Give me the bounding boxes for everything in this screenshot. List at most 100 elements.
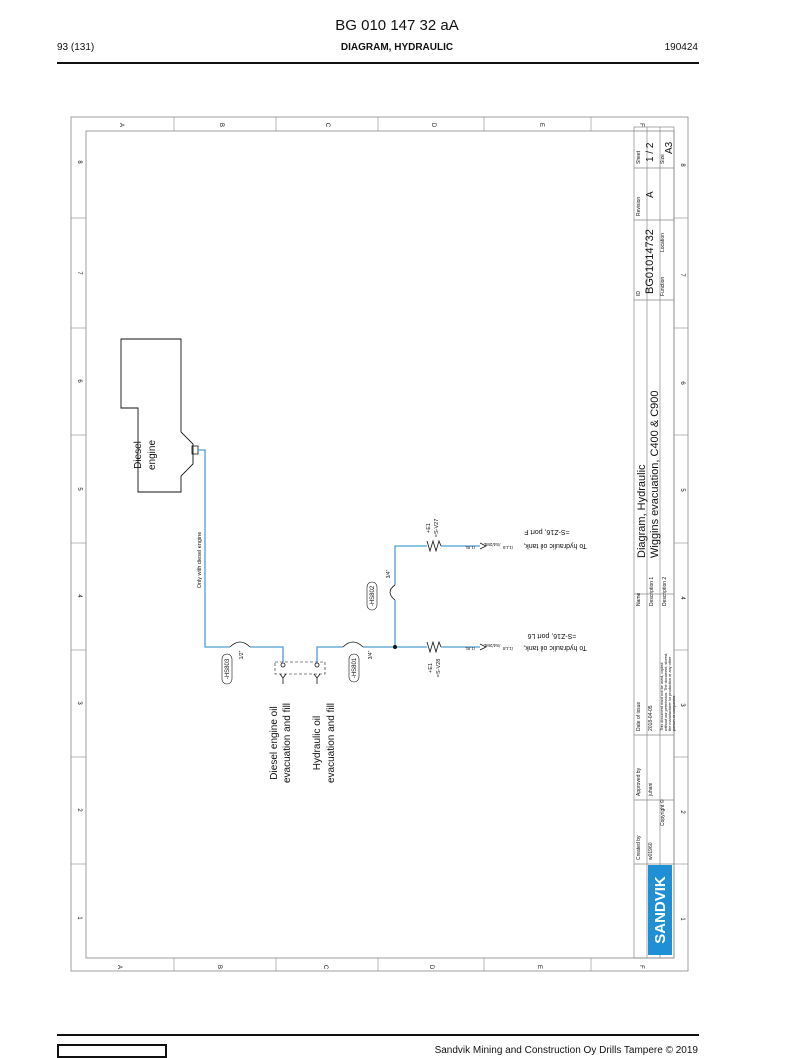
- diesel-evac-label: Diesel engine oil: [269, 706, 280, 779]
- hs801-size: 3/4": [368, 650, 374, 659]
- col-letter: F: [638, 965, 644, 969]
- date-of-issue-label: Date of issue: [636, 702, 642, 731]
- hose-fittings: [229, 584, 396, 648]
- row-number: 5: [76, 487, 82, 491]
- check-valves: [426, 539, 442, 654]
- footer-rule: [57, 1034, 699, 1036]
- section-title: DIAGRAM, HYDRAULIC: [340, 42, 454, 53]
- col-letters-bottom: A B C D E F: [116, 965, 644, 970]
- ref-bottom: /S4/2ML: [483, 643, 500, 648]
- col-letter: E: [538, 123, 544, 127]
- row-number: 8: [76, 160, 82, 164]
- hose-hs802: [389, 584, 396, 601]
- hs801-label: -HS801: [352, 657, 358, 678]
- ref-bottom: /1,L8: [503, 646, 514, 651]
- hydraulic-coupling: [314, 662, 320, 668]
- row-number: 2: [76, 808, 82, 812]
- sheet: 1 / 2: [645, 142, 656, 162]
- hs803-size: 1/2": [239, 650, 245, 659]
- col-letter: C: [324, 123, 330, 128]
- notice-text: person or companies: [672, 695, 676, 731]
- ref-top: /S4/2ML: [483, 542, 500, 547]
- hose-hs803: [229, 641, 251, 648]
- row-number: 4: [679, 596, 685, 600]
- row-number: 2: [679, 810, 685, 814]
- row-number: 1: [76, 916, 82, 920]
- description1-label: Description 1: [649, 577, 655, 606]
- approved-by-label: Approved by: [636, 767, 642, 796]
- row-number: 7: [679, 273, 685, 277]
- diesel-coupling: [280, 662, 286, 668]
- copyright-label: Copyright ©: [659, 799, 666, 826]
- check-valve-v27: [426, 539, 442, 553]
- v27-label: +E1: [426, 523, 432, 533]
- evacuation-couplings: [279, 662, 321, 684]
- footer-text: Sandvik Mining and Construction Oy Drill…: [434, 1045, 698, 1056]
- col-letter: C: [322, 965, 328, 970]
- ref-bottom: /1,8L: [465, 646, 476, 651]
- hs802-label: -HS802: [370, 585, 376, 606]
- drawing-name: Diagram, Hydraulic: [636, 464, 648, 558]
- row-numbers-right: 8 7 6 5 4 3 2 1: [679, 163, 685, 921]
- drawing-frame: [70, 116, 689, 972]
- tag-hs803: [221, 653, 233, 685]
- v27-label: =S-V27: [434, 519, 440, 538]
- only-diesel-note: Only with diesel engine: [197, 532, 203, 589]
- notice-text: without our permission. The document, st…: [664, 653, 668, 731]
- row-number: 7: [76, 271, 82, 275]
- v28-label: +E1: [428, 663, 434, 673]
- tank-port-f: =S-Z16, port F: [524, 528, 569, 535]
- sandvik-logo-bg: [648, 865, 672, 955]
- hydraulic-evac-label: evacuation and fill: [326, 703, 337, 783]
- col-letter: F: [638, 123, 644, 127]
- tank-port-l6: =S-Z16, port L6: [527, 632, 576, 639]
- title-block-grid: [633, 126, 675, 959]
- revision: A: [645, 191, 656, 198]
- junction-dot: [393, 645, 397, 649]
- function-label: Function: [660, 277, 666, 296]
- title-block-text: Created by w01960 Copyright © Approved b…: [636, 141, 676, 860]
- evacuation-coupling-box: [274, 661, 326, 675]
- page-number: 93 (131): [57, 42, 95, 53]
- col-letter: A: [116, 965, 122, 969]
- created-by-label: Created by: [636, 835, 642, 860]
- size-label: Size: [660, 154, 666, 164]
- ref-top: /1,L9: [503, 545, 514, 550]
- tank-port-f: To hydraulic oil tank,: [523, 542, 586, 549]
- col-letter: D: [430, 123, 436, 128]
- id-label: ID: [636, 291, 642, 296]
- hose-hs801: [342, 641, 364, 648]
- hs803-label: -HS803: [225, 658, 231, 679]
- engine-label: engine: [147, 440, 158, 470]
- row-number: 8: [679, 163, 685, 167]
- document-id: BG 010 147 32 aA: [335, 17, 459, 34]
- hs802-size: 3/4": [386, 569, 392, 578]
- col-letter: B: [216, 965, 222, 969]
- name-label: Name: [636, 592, 642, 606]
- sandvik-logo: SANDVIK: [652, 876, 669, 944]
- col-letter: A: [118, 123, 124, 127]
- created-by: w01960: [648, 842, 654, 860]
- arrow-top: [479, 542, 487, 550]
- date-of-issue: 2018-04-05: [648, 705, 654, 731]
- drawing-id: BG01014732: [644, 229, 656, 294]
- tank-arrows: [479, 542, 487, 651]
- approved-by: juhani: [648, 783, 654, 797]
- notice-text: This document must not be used, copied: [660, 663, 664, 731]
- check-valve-v28: [426, 640, 442, 654]
- tag-hs802: [366, 581, 378, 611]
- location-label: Location: [660, 233, 666, 252]
- size: A3: [664, 141, 675, 154]
- row-number: 5: [679, 488, 685, 492]
- diesel-evac-label: evacuation and fill: [282, 703, 293, 783]
- engine-label: Diesel: [133, 441, 144, 469]
- row-numbers-left: 8 7 6 5 4 3 2 1: [76, 160, 82, 920]
- row-number: 6: [679, 381, 685, 385]
- footer-logo: [57, 1044, 167, 1058]
- v28-label: =S-V28: [436, 659, 442, 678]
- arrow-bottom: [479, 643, 487, 651]
- col-letter: B: [218, 123, 224, 127]
- row-number: 3: [679, 703, 685, 707]
- row-number: 6: [76, 379, 82, 383]
